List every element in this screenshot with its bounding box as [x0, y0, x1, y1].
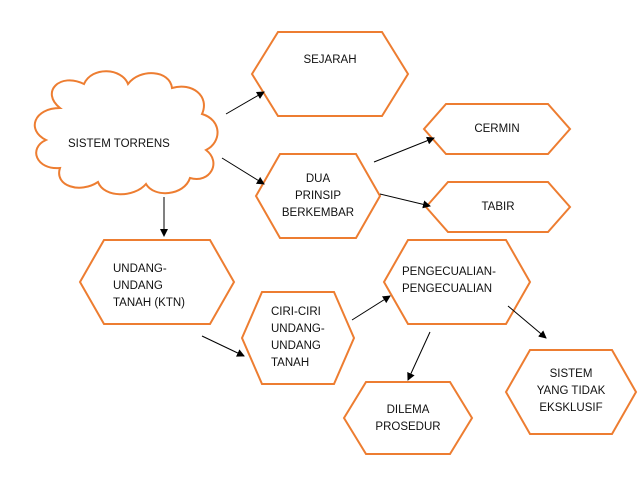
- node-label-dilema-prosedur: DILEMA PROSEDUR: [375, 404, 441, 433]
- hex-sistem-tidak-eksklusif: [504, 349, 638, 435]
- node-label-sistem-tidak-eksklusif: SISTEM YANG TIDAK EKSKLUSIF: [536, 368, 606, 414]
- arrow-dua-prinsip-cermin: [373, 136, 435, 163]
- cloud-shape-sistem-torrens: [33, 70, 219, 196]
- hex-pengecualian: [382, 239, 532, 325]
- hex-ciri-ciri: [240, 291, 356, 385]
- hex-cermin: [422, 103, 572, 155]
- node-label-sistem-torrens: SISTEM TORRENS: [68, 138, 170, 150]
- node-label-cermin: CERMIN: [474, 123, 520, 135]
- hex-tabir: [424, 181, 572, 233]
- arrow-pengecualian-sistem: [507, 305, 547, 339]
- arrow-undang-ciri: [201, 335, 245, 357]
- node-label-pengecualian: PENGECUALIAN- PENGECUALIAN: [402, 266, 496, 295]
- hex-dilema-prosedur: [342, 381, 474, 455]
- hex-undang-ktn: [78, 239, 236, 325]
- arrow-pengecualian-dilema: [407, 331, 431, 381]
- node-label-dua-prinsip: DUA PRINSIP BERKEMBAR: [281, 173, 355, 219]
- hex-dua-prinsip: [254, 153, 382, 239]
- arrow-torrens-dua-prinsip: [221, 157, 265, 185]
- node-label-ciri-ciri: CIRI-CIRI UNDANG- UNDANG TANAH: [271, 306, 325, 369]
- arrow-torrens-sejarah: [225, 91, 265, 115]
- arrow-ciri-pengecualian: [351, 295, 391, 321]
- node-label-tabir: TABIR: [481, 201, 515, 213]
- node-label-sejarah: SEJARAH: [303, 54, 357, 66]
- hex-sejarah: [250, 31, 410, 117]
- node-label-undang-ktn: UNDANG- UNDANG TANAH (KTN): [113, 263, 185, 309]
- arrow-dua-prinsip-tabir: [379, 193, 431, 209]
